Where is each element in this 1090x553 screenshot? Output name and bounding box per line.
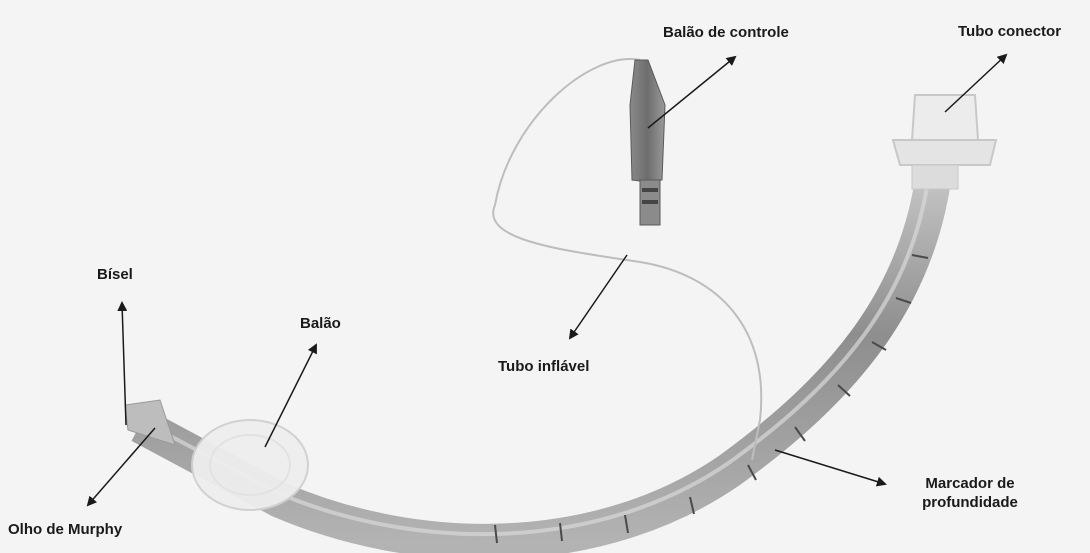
arrow-depth-marker xyxy=(775,450,885,484)
arrow-control-balloon xyxy=(648,57,735,128)
pilot-balloon-shape xyxy=(630,60,665,182)
label-depth-marker-line2: profundidade xyxy=(905,493,1035,512)
arrow-inflation-tube xyxy=(570,255,627,338)
label-inflation-tube: Tubo inflável xyxy=(498,357,589,376)
label-depth-marker: Marcador de profundidade xyxy=(905,474,1035,512)
inflation-tube-line xyxy=(493,59,761,460)
label-cuff: Balão xyxy=(300,314,341,333)
label-depth-marker-line1: Marcador de xyxy=(905,474,1035,493)
label-bevel: Bísel xyxy=(97,265,133,284)
arrow-bevel xyxy=(122,303,126,425)
label-connector-tube: Tubo conector xyxy=(958,22,1061,41)
label-control-balloon: Balão de controle xyxy=(663,23,789,42)
arrow-murphy-eye xyxy=(88,428,155,505)
label-murphy-eye: Olho de Murphy xyxy=(8,520,122,539)
connector-shape xyxy=(912,95,978,140)
